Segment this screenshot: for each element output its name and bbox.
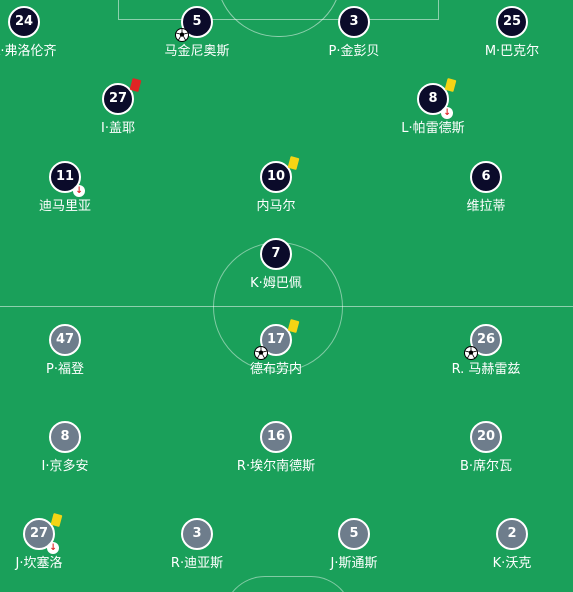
player-name: R. 马赫雷兹 xyxy=(451,362,521,377)
soccer-ball-icon xyxy=(254,346,268,360)
player-number: 26 xyxy=(476,332,496,347)
player-number: 47 xyxy=(49,324,81,356)
penalty-arc-bottom xyxy=(223,576,353,592)
player-name: L·帕雷德斯 xyxy=(401,121,465,136)
player-home-bakker[interactable]: 25 M·巴克尔 xyxy=(442,6,573,59)
player-home-verratti[interactable]: 6 维拉蒂 xyxy=(416,161,556,214)
player-name: B·席尔瓦 xyxy=(459,459,513,474)
player-name: J·坎塞洛 xyxy=(15,556,63,571)
player-away-cancelo[interactable]: 27 ↓ J·坎塞洛 xyxy=(0,513,109,571)
player-number: 7 xyxy=(260,238,292,270)
player-away-gundogan[interactable]: 8 I·京多安 xyxy=(0,421,135,474)
penalty-area-top xyxy=(118,0,439,20)
player-name: K·姆巴佩 xyxy=(250,276,302,291)
yellow-card-icon xyxy=(287,319,300,333)
player-away-dias[interactable]: 3 R·迪亚斯 xyxy=(127,518,267,571)
player-away-walker[interactable]: 2 K·沃克 xyxy=(442,518,573,571)
player-name: 德布劳内 xyxy=(249,362,302,377)
player-number-wrap: 5 xyxy=(175,6,213,42)
yellow-card-icon xyxy=(50,513,63,527)
player-number: 5 xyxy=(338,518,370,550)
player-number: 16 xyxy=(260,421,292,453)
player-home-florenzi[interactable]: 24 A·弗洛伦齐 xyxy=(0,6,94,59)
player-number-wrap: 27 xyxy=(102,78,142,115)
player-name: 迪马里亚 xyxy=(38,199,91,214)
player-name: M·巴克尔 xyxy=(484,44,540,59)
player-home-marquinhos[interactable]: 5 马金尼奥斯 xyxy=(127,6,267,59)
soccer-ball-icon xyxy=(464,346,478,360)
player-number-wrap: 8 ↓ xyxy=(417,78,457,119)
player-number-wrap: 11 ↓ xyxy=(49,161,85,197)
player-number: 27 xyxy=(29,526,49,541)
player-home-neymar[interactable]: 10 内马尔 xyxy=(206,156,346,214)
player-away-debruyne[interactable]: 17 德布劳内 xyxy=(206,319,346,377)
player-number: 6 xyxy=(470,161,502,193)
player-number: 24 xyxy=(8,6,40,38)
player-home-kimpembe[interactable]: 3 P·金彭贝 xyxy=(284,6,424,59)
player-home-gueye[interactable]: 27 I·盖耶 xyxy=(48,78,188,136)
sub-off-icon: ↓ xyxy=(73,185,85,197)
player-number: 8 xyxy=(428,91,438,106)
player-home-mbappe[interactable]: 7 K·姆巴佩 xyxy=(206,238,346,291)
player-number-wrap: 10 xyxy=(260,156,300,193)
soccer-ball-icon xyxy=(175,28,189,42)
sub-off-icon: ↓ xyxy=(441,107,453,119)
player-name: J·斯通斯 xyxy=(330,556,378,571)
player-name: 内马尔 xyxy=(256,199,296,214)
player-number: 5 xyxy=(192,14,202,29)
player-number: 3 xyxy=(181,518,213,550)
player-name: R·迪亚斯 xyxy=(170,556,224,571)
player-away-silva[interactable]: 20 B·席尔瓦 xyxy=(416,421,556,474)
sub-off-icon: ↓ xyxy=(47,542,59,554)
red-card-icon xyxy=(129,78,142,92)
yellow-card-icon xyxy=(287,156,300,170)
player-name: K·沃克 xyxy=(492,556,532,571)
player-name: R·埃尔南德斯 xyxy=(236,459,316,474)
player-away-hernandez[interactable]: 16 R·埃尔南德斯 xyxy=(206,421,346,474)
player-name: P·金彭贝 xyxy=(328,44,380,59)
player-name: A·弗洛伦齐 xyxy=(0,44,57,59)
player-number: 25 xyxy=(496,6,528,38)
player-number: 17 xyxy=(266,332,286,347)
yellow-card-icon xyxy=(444,78,457,92)
player-number: 20 xyxy=(470,421,502,453)
player-number-wrap: 27 ↓ xyxy=(23,513,63,554)
player-name: I·盖耶 xyxy=(101,121,135,136)
player-number: 8 xyxy=(49,421,81,453)
player-away-stones[interactable]: 5 J·斯通斯 xyxy=(284,518,424,571)
player-number: 11 xyxy=(55,169,75,184)
player-number: 2 xyxy=(496,518,528,550)
player-away-mahrez[interactable]: 26 R. 马赫雷兹 xyxy=(416,324,556,377)
player-number: 27 xyxy=(108,91,128,106)
player-number-wrap: 17 xyxy=(254,319,300,360)
player-number-wrap: 26 xyxy=(464,324,502,360)
player-name: 维拉蒂 xyxy=(466,199,506,214)
player-name: 马金尼奥斯 xyxy=(164,44,230,59)
player-home-dimaria[interactable]: 11 ↓ 迪马里亚 xyxy=(0,161,135,214)
player-name: P·福登 xyxy=(46,362,84,377)
player-name: I·京多安 xyxy=(41,459,89,474)
player-away-foden[interactable]: 47 P·福登 xyxy=(0,324,135,377)
player-home-paredes[interactable]: 8 ↓ L·帕雷德斯 xyxy=(363,78,503,136)
player-number: 3 xyxy=(338,6,370,38)
player-number: 10 xyxy=(266,169,286,184)
